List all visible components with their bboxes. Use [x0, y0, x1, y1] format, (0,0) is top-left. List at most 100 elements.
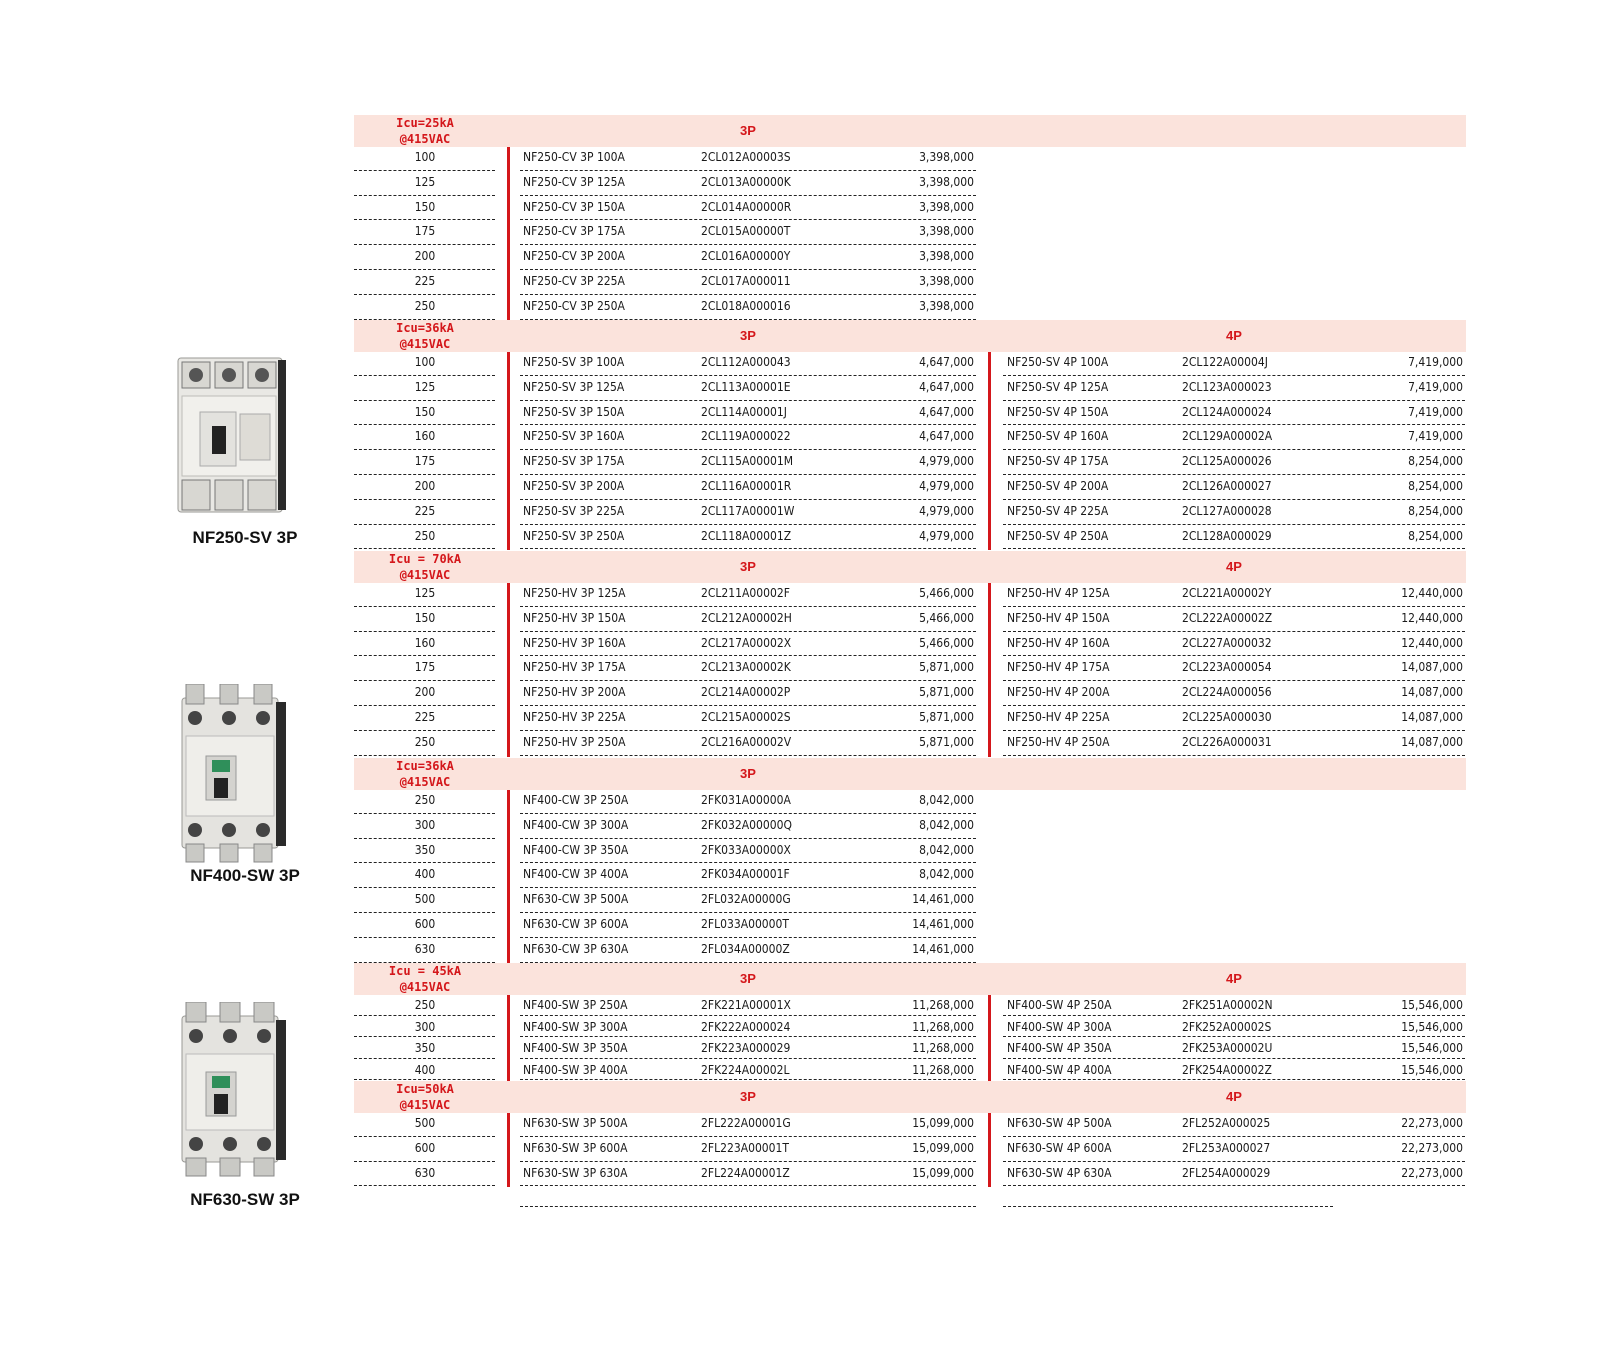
price: 15,099,000	[912, 1116, 974, 1130]
model-name: NF250-HV 4P 175A	[1007, 660, 1110, 675]
row-rule	[354, 1160, 495, 1162]
pole-label-4p: 4P	[1226, 971, 1242, 986]
pole-label-4p: 4P	[1226, 328, 1242, 343]
row-rule	[1003, 605, 1465, 607]
row-rule	[354, 605, 495, 607]
price: 4,979,000	[919, 454, 974, 469]
row-rule	[520, 912, 976, 913]
price: 11,268,000	[912, 1019, 974, 1034]
price: 22,273,000	[1401, 1165, 1463, 1180]
amp-rating: 125	[414, 379, 436, 394]
price: 11,268,000	[912, 1062, 974, 1077]
pole-label-3p: 3P	[740, 766, 756, 781]
pole-label-3p: 3P	[740, 1089, 756, 1104]
row-rule	[520, 936, 976, 938]
amp-rating: 250	[414, 793, 436, 807]
icu-rating: Icu = 45kA@415VAC	[354, 963, 496, 995]
product-nf400-sw: NF400-SW 3P	[160, 683, 330, 885]
amp-rating: 150	[414, 404, 436, 419]
pole-label-4p: 4P	[1226, 559, 1242, 574]
price: 7,419,000	[1408, 379, 1463, 394]
row-rule	[1003, 399, 1465, 401]
row-rule	[354, 887, 495, 889]
row-rule	[1003, 680, 1465, 682]
model-name: NF400-SW 3P 350A	[523, 1041, 628, 1055]
row-rule	[520, 1135, 976, 1137]
amp-rating: 100	[414, 355, 436, 369]
model-name: NF400-SW 4P 300A	[1007, 1019, 1112, 1034]
order-code: 2CL223A000054	[1182, 660, 1272, 675]
row-rule	[354, 498, 495, 500]
order-code: 2FK033A00000X	[701, 842, 791, 857]
model-name: NF250-SV 3P 160A	[523, 429, 625, 444]
amp-rating: 175	[414, 224, 436, 239]
row-rule	[520, 1036, 976, 1037]
row-rule	[354, 837, 495, 839]
amp-rating: 175	[414, 454, 436, 469]
model-name: NF400-CW 3P 250A	[523, 793, 629, 807]
icu-rating: Icu=25kA@415VAC	[354, 115, 496, 147]
price: 3,398,000	[919, 174, 974, 189]
row-rule	[1003, 1160, 1465, 1162]
price: 11,268,000	[912, 998, 974, 1012]
order-code: 2FK222A000024	[701, 1019, 791, 1034]
model-name: NF630-SW 4P 600A	[1007, 1140, 1112, 1155]
product-name: NF630-SW 3P	[190, 1190, 300, 1209]
amp-rating: 200	[414, 479, 436, 493]
order-code: 2FL224A00001Z	[701, 1165, 790, 1180]
amp-rating: 225	[414, 503, 436, 518]
price: 4,979,000	[919, 479, 974, 493]
order-code: 2CL217A00002X	[701, 635, 792, 650]
row-rule	[520, 523, 976, 525]
price: 14,461,000	[912, 941, 974, 956]
amp-rating: 150	[414, 199, 436, 214]
order-code: 2CL212A00002H	[701, 610, 792, 625]
amp-rating: 300	[414, 1019, 436, 1034]
order-code: 2CL013A00000K	[701, 174, 791, 189]
icu-rating-line: Icu = 45kA	[388, 964, 462, 978]
price: 12,440,000	[1401, 586, 1463, 600]
pole-label-4p: 4P	[1226, 1089, 1242, 1104]
order-code: 2CL211A00002F	[701, 586, 790, 600]
amp-rating: 160	[414, 635, 436, 650]
column-separator	[507, 790, 510, 964]
column-separator	[988, 995, 991, 1081]
order-code: 2CL125A000026	[1182, 454, 1272, 469]
row-rule	[354, 680, 495, 682]
amp-rating: 100	[414, 150, 436, 164]
price: 12,440,000	[1401, 610, 1463, 625]
row-rule	[354, 194, 495, 196]
price: 14,087,000	[1401, 734, 1463, 749]
price: 14,087,000	[1401, 710, 1463, 724]
price: 8,042,000	[919, 867, 974, 882]
price: 5,466,000	[919, 635, 974, 650]
price: 3,398,000	[919, 150, 974, 164]
model-name: NF250-CV 3P 200A	[523, 249, 625, 264]
row-rule	[354, 729, 495, 731]
order-code: 2CL113A00001E	[701, 379, 791, 394]
price: 22,273,000	[1401, 1116, 1463, 1130]
pole-label-3p: 3P	[740, 971, 756, 986]
pole-label-3p: 3P	[740, 123, 756, 138]
model-name: NF250-CV 3P 100A	[523, 150, 625, 164]
row-rule	[354, 961, 495, 963]
row-rule	[520, 680, 976, 682]
order-code: 2FK031A00000A	[701, 793, 791, 807]
price: 3,398,000	[919, 249, 974, 264]
amp-rating: 175	[414, 660, 436, 675]
row-rule	[354, 523, 495, 525]
order-code: 2CL226A000031	[1182, 734, 1272, 749]
order-code: 2CL016A00000Y	[701, 249, 791, 264]
row-rule	[520, 887, 976, 889]
order-code: 2CL128A000029	[1182, 528, 1272, 543]
model-name: NF630-CW 3P 630A	[523, 941, 629, 956]
column-separator	[507, 352, 510, 551]
model-name: NF250-SV 4P 250A	[1007, 528, 1109, 543]
model-name: NF250-SV 4P 150A	[1007, 404, 1109, 419]
price: 15,099,000	[912, 1140, 974, 1155]
row-rule	[520, 474, 976, 475]
